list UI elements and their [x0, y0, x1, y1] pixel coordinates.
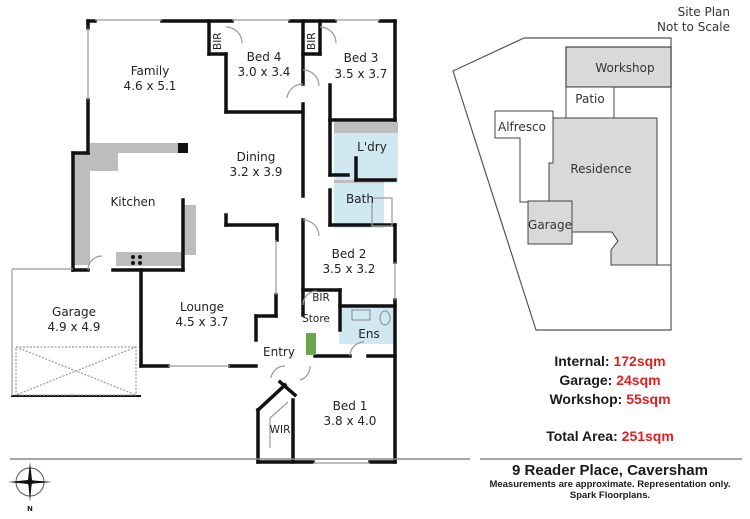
room-family-name: Family: [131, 64, 170, 78]
area-internal: Internal: 172sqm: [554, 353, 666, 369]
site-plan-heading: Site Plan: [677, 5, 730, 19]
kitchen-bench-left: [72, 153, 90, 265]
kitchen-bench-right: [182, 205, 196, 255]
room-bed4-name: Bed 4: [247, 50, 282, 64]
room-bed1-name: Bed 1: [333, 399, 368, 413]
room-bath: Bath: [346, 192, 374, 206]
kitchen-appliance: [178, 143, 188, 153]
room-kitchen: Kitchen: [110, 195, 155, 209]
bath-floor: [334, 180, 384, 228]
area-internal-value: 172sqm: [613, 353, 666, 369]
site-plan: Workshop Patio Alfresco Residence Garage: [452, 37, 672, 331]
plant-icon: [306, 333, 316, 355]
company-credit: Spark Floorplans.: [569, 490, 651, 501]
area-workshop-value: 55sqm: [626, 391, 671, 407]
site-workshop: [565, 46, 672, 88]
site-plan-title: Site Plan Not to Scale: [657, 5, 730, 35]
site-label-patio: Patio: [575, 92, 604, 106]
room-wir: WIR: [270, 424, 291, 436]
site-garage: [527, 200, 573, 245]
room-entry: Entry: [263, 345, 295, 359]
site-label-alfresco: Alfresco: [498, 120, 546, 134]
footer: 9 Reader Place, Caversham Measurements a…: [470, 462, 750, 501]
room-ensuite: Ens: [358, 327, 379, 341]
room-bir-2: BIR: [306, 32, 318, 50]
area-total: Total Area: 251sqm: [546, 428, 674, 444]
site-label-residence: Residence: [570, 162, 631, 176]
floor-plan-walls: [10, 19, 470, 464]
room-family-size: 4.6 x 5.1: [124, 79, 177, 93]
room-bed2-size: 3.5 x 3.2: [323, 262, 376, 276]
room-dining-name: Dining: [237, 150, 276, 164]
site-plan-scale-note: Not to Scale: [657, 20, 730, 34]
property-address: 9 Reader Place, Caversham: [512, 462, 708, 479]
north-label: N: [27, 505, 33, 513]
room-bir-3: BIR: [312, 292, 330, 304]
room-labels: Family 4.6 x 5.1 Bed 4 3.0 x 3.4 Bed 3 3…: [48, 32, 388, 436]
area-workshop: Workshop: 55sqm: [549, 391, 671, 407]
disclaimer: Measurements are approximate. Representa…: [489, 479, 731, 490]
room-bed3-size: 3.5 x 3.7: [335, 67, 388, 81]
site-label-workshop: Workshop: [595, 61, 654, 75]
kitchen-island: [90, 143, 178, 153]
room-lounge-size: 4.5 x 3.7: [176, 315, 229, 329]
room-garage-name: Garage: [52, 305, 96, 319]
site-label-garage: Garage: [528, 218, 572, 232]
area-garage: Garage: 24sqm: [559, 372, 661, 388]
site-patio: [565, 86, 615, 119]
area-summary: Internal: 172sqm Garage: 24sqm Workshop:…: [480, 352, 740, 446]
room-bed4-size: 3.0 x 3.4: [238, 65, 291, 79]
area-total-value: 251sqm: [621, 428, 674, 444]
room-bed2-name: Bed 2: [332, 247, 367, 261]
room-bed1-size: 3.8 x 4.0: [324, 414, 377, 428]
room-garage-size: 4.9 x 4.9: [48, 320, 101, 334]
room-dining-size: 3.2 x 3.9: [230, 165, 283, 179]
compass-icon: [8, 462, 52, 502]
room-bir-1: BIR: [212, 32, 224, 50]
room-lounge-name: Lounge: [180, 300, 224, 314]
kitchen-bench-bottom: [116, 252, 184, 266]
room-store: Store: [302, 313, 330, 325]
cooktop-icon: [131, 255, 142, 265]
room-bed3-name: Bed 3: [344, 51, 379, 65]
room-laundry: L'dry: [357, 140, 387, 154]
area-garage-value: 24sqm: [616, 372, 661, 388]
